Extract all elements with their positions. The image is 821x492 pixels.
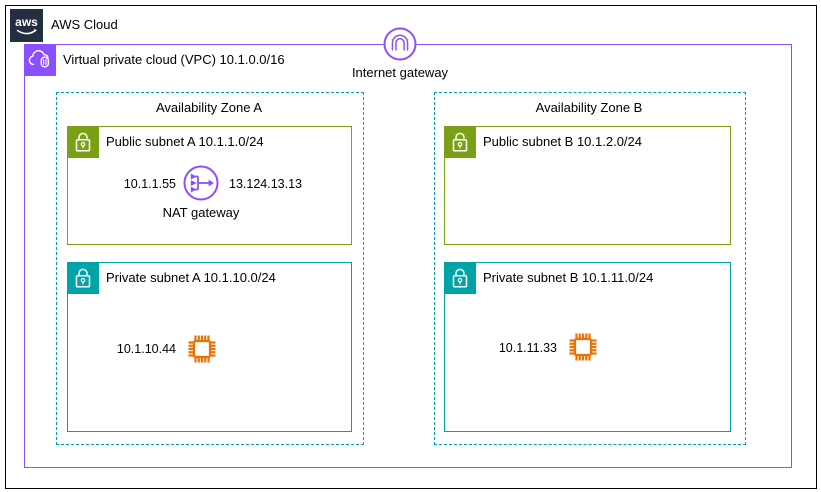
internet-gateway-label: Internet gateway (351, 65, 449, 80)
availability-zone-b-label: Availability Zone B (535, 100, 643, 115)
nat-gateway-icon (183, 165, 219, 201)
nat-private-ip-label: 10.1.1.55 (123, 177, 176, 191)
public-subnet-icon (67, 126, 99, 158)
private-subnet-b-box (444, 262, 731, 432)
nat-gateway-label: NAT gateway (162, 205, 240, 220)
public-subnet-a-label: Public subnet A 10.1.1.0/24 (106, 134, 264, 149)
svg-text:aws: aws (15, 15, 38, 29)
private-subnet-icon (444, 262, 476, 294)
private-subnet-icon (67, 262, 99, 294)
instance-chip-icon (565, 329, 601, 365)
aws-cloud-label: AWS Cloud (51, 17, 118, 32)
public-subnet-b-label: Public subnet B 10.1.2.0/24 (483, 134, 643, 149)
aws-cloud-box (5, 5, 817, 489)
private-subnet-a-label: Private subnet A 10.1.10.0/24 (106, 270, 276, 285)
nat-elastic-ip-label: 13.124.13.13 (229, 177, 302, 191)
availability-zone-a-label: Availability Zone A (156, 100, 262, 115)
internet-gateway-icon (383, 27, 417, 61)
instance-a-ip-label: 10.1.10.44 (116, 342, 176, 356)
private-subnet-b-label: Private subnet B 10.1.11.0/24 (483, 270, 654, 285)
availability-zone-a-box (56, 92, 364, 445)
aws-logo-icon: aws (10, 9, 43, 42)
private-subnet-a-box (67, 262, 352, 432)
availability-zone-b-box (434, 92, 746, 445)
public-subnet-a-box (67, 126, 352, 245)
vpc-icon (24, 44, 56, 76)
public-subnet-icon (444, 126, 476, 158)
instance-chip-icon (184, 331, 220, 367)
instance-b-ip-label: 10.1.11.33 (498, 341, 557, 355)
vpc-label: Virtual private cloud (VPC) 10.1.0.0/16 (63, 52, 285, 67)
public-subnet-b-box (444, 126, 731, 245)
